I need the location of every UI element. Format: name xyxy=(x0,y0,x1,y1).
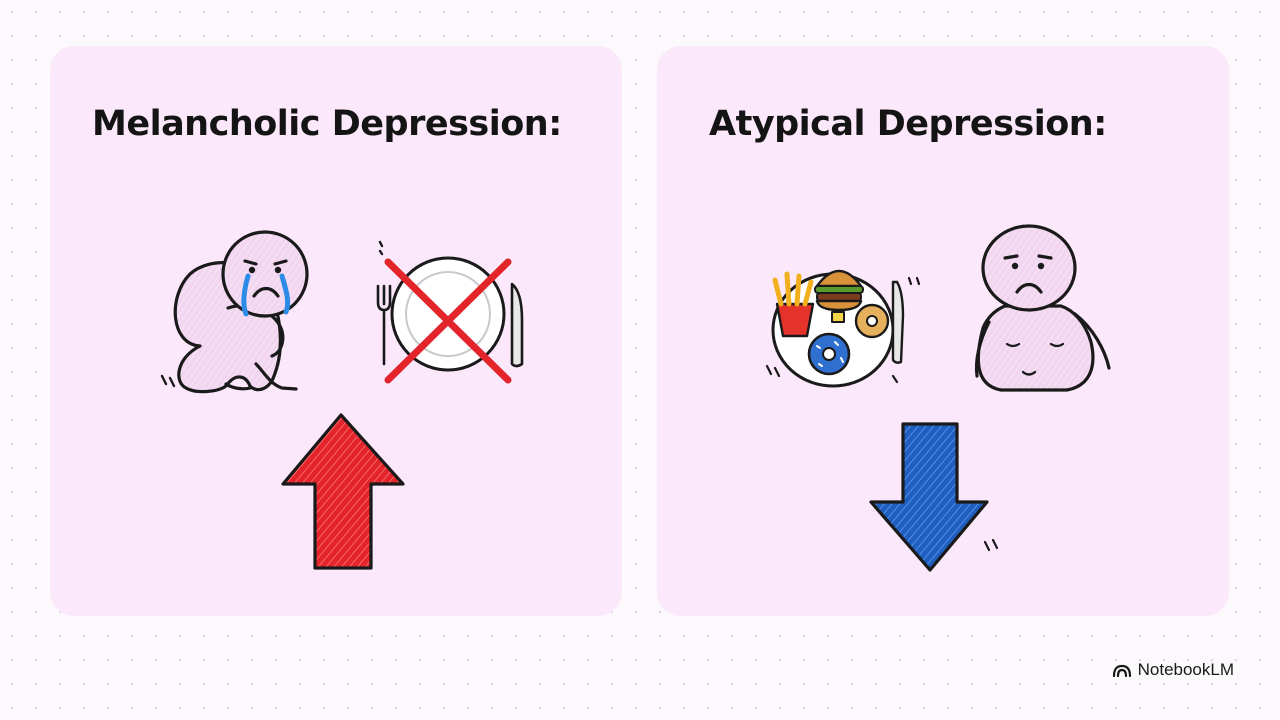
crying-figure-icon xyxy=(160,230,309,394)
arrow-up-icon xyxy=(281,413,405,570)
panel-title: Melancholic Depression: xyxy=(92,104,562,144)
arrow-down-icon xyxy=(869,422,999,572)
panel-title: Atypical Depression: xyxy=(709,104,1107,144)
melancholic-illustration xyxy=(160,230,524,570)
notebooklm-brand: NotebookLM xyxy=(1112,660,1234,680)
atypical-illustration xyxy=(765,224,1111,572)
notebooklm-logo-icon xyxy=(1112,664,1131,677)
panel-melancholic-depression: Melancholic Depression: xyxy=(50,46,622,616)
panel-atypical-depression: Atypical Depression: xyxy=(657,46,1229,616)
sad-figure-icon xyxy=(974,224,1111,392)
brand-name: NotebookLM xyxy=(1137,660,1234,679)
junk-food-plate-icon xyxy=(765,269,921,388)
crossed-out-plate-icon xyxy=(376,240,524,384)
